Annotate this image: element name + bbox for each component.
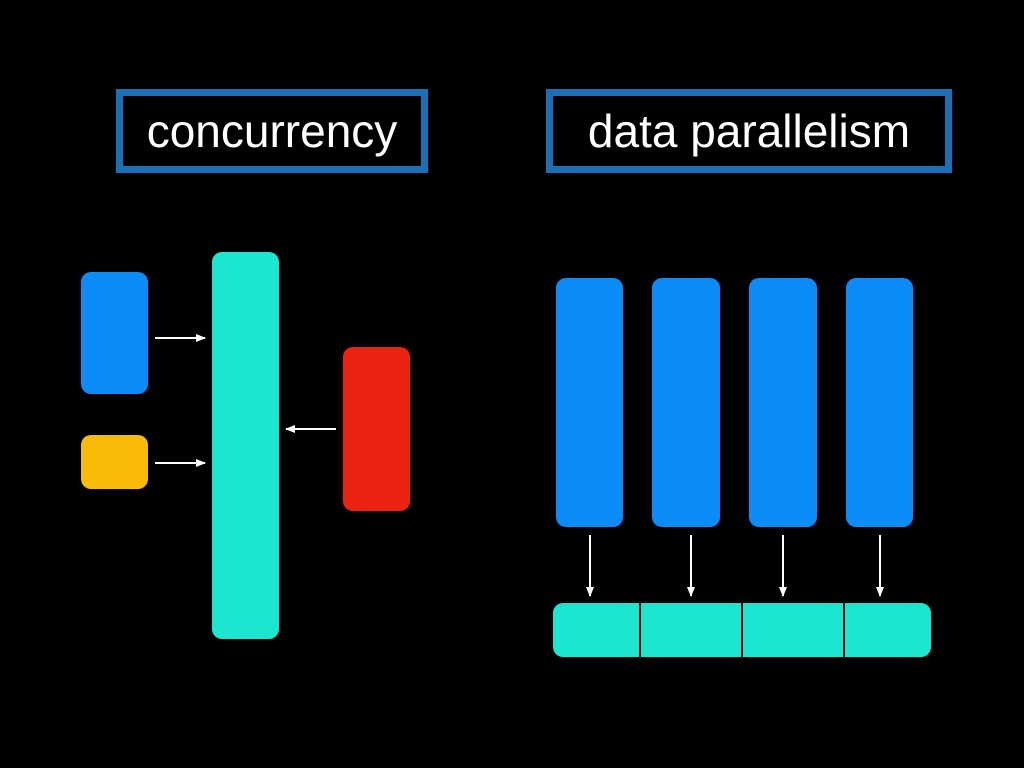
data-parallelism-title: data parallelism (587, 105, 911, 157)
blue-task-block (81, 272, 148, 394)
concurrency-title: concurrency (146, 105, 398, 157)
parallel-worker-2 (652, 278, 720, 527)
shared-resource-block (212, 252, 279, 639)
red-task-block (343, 347, 410, 511)
yellow-task-block (81, 435, 148, 489)
parallel-worker-4 (846, 278, 913, 527)
parallel-worker-3 (749, 278, 817, 527)
parallel-worker-1 (556, 278, 623, 527)
data-parallelism-title-box: data parallelism (546, 89, 952, 173)
concurrency-title-box: concurrency (116, 89, 428, 173)
